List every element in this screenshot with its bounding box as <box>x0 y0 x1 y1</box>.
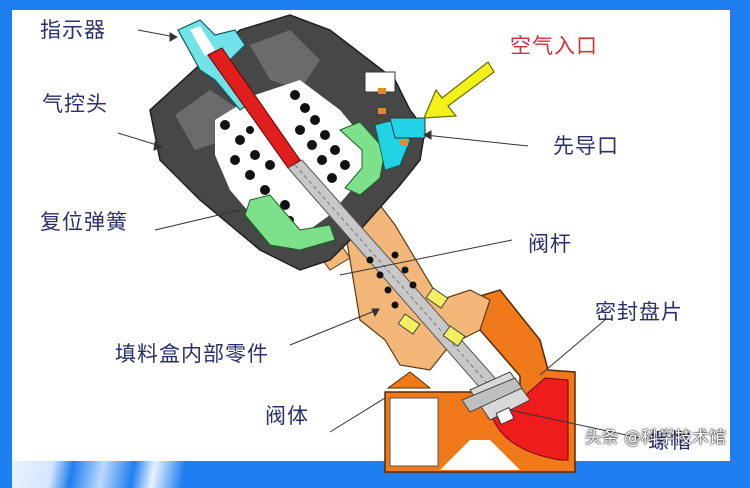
watermark: 头条 @科学技术馆 <box>584 428 726 448</box>
valve-body <box>384 289 576 473</box>
label-valve-stem: 阀杆 <box>528 232 572 256</box>
packing-parts <box>397 287 466 347</box>
air-inlet-arrow-icon <box>423 61 495 119</box>
label-indicator: 指示器 <box>40 18 106 42</box>
leader-lines <box>117 29 641 439</box>
piston-seals <box>244 117 426 251</box>
label-air-inlet: 空气入口 <box>510 34 598 58</box>
label-pilot-port: 先导口 <box>553 134 619 158</box>
label-pneumatic-head: 气控头 <box>42 92 108 116</box>
decorative-swoosh <box>12 461 212 488</box>
seal-disc <box>461 371 531 421</box>
label-return-spring: 复位弹簧 <box>40 210 128 234</box>
label-nut: 螺帽 <box>648 429 692 453</box>
nut <box>495 406 515 426</box>
pilot-port-fittings <box>364 71 408 146</box>
label-packing-box-parts: 填料盒内部零件 <box>115 342 269 366</box>
label-seal-disc: 密封盘片 <box>595 300 683 324</box>
label-valve-body: 阀体 <box>265 404 309 428</box>
lower-spring <box>366 251 417 309</box>
